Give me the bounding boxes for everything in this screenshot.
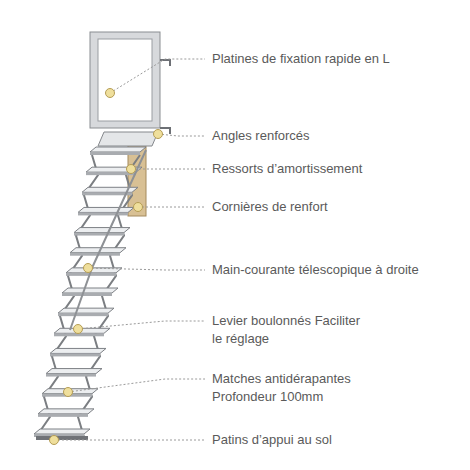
ladder-tread: [46, 369, 102, 374]
ladder-tread: [74, 228, 130, 233]
leader-line: [78, 321, 205, 329]
ceiling-frame: [90, 32, 160, 128]
callout-dot: [154, 130, 163, 139]
callout-label: Patins d’appui au sol: [212, 431, 467, 449]
handrail: [70, 150, 146, 330]
leader-line: [158, 134, 205, 136]
callout-label: Ressorts d’amortissement: [212, 160, 467, 178]
tread-edge: [38, 414, 88, 417]
leader-line: [131, 169, 205, 170]
tread-edge: [90, 152, 140, 155]
ladder-tread: [78, 207, 134, 212]
callout-dot: [106, 89, 115, 98]
leader-line: [88, 268, 205, 270]
frame-opening: [98, 39, 152, 121]
leader-line: [68, 379, 205, 392]
floor-foot: [36, 436, 88, 440]
ladder-tread: [50, 348, 106, 353]
tread-edge: [62, 293, 112, 296]
top-plate: [98, 132, 158, 146]
callout-dot: [74, 325, 83, 334]
callout-dot: [127, 165, 136, 174]
callout-dot: [64, 388, 73, 397]
tread-edge: [74, 233, 124, 236]
leader-line: [54, 440, 205, 441]
tread-edge: [46, 374, 96, 377]
callout-dot: [134, 203, 143, 212]
tread-edge: [70, 253, 120, 256]
ladder-tread: [70, 248, 126, 253]
callout-label: Main-courante télescopique à droite: [212, 261, 467, 279]
tread-edge: [50, 353, 100, 356]
ladder-tread: [38, 409, 94, 414]
ladder-tread: [90, 147, 146, 152]
ladder-drawing: [34, 32, 170, 440]
tread-edge: [58, 313, 108, 316]
leader-line: [110, 59, 205, 93]
leader-lines: [50, 59, 206, 445]
callout-dot: [84, 264, 93, 273]
callout-label: Platines de fixation rapide en L: [212, 50, 467, 68]
callout-label: Angles renforcés: [212, 127, 467, 145]
ladder-tread: [58, 308, 114, 313]
callout-label: Matches antidérapantes Profondeur 100mm: [212, 370, 367, 406]
ladder-tread: [62, 288, 118, 293]
leader-line: [138, 207, 205, 208]
ladder-tread: [34, 429, 90, 434]
callout-label: Levier boulonnés Faciliter le réglage: [212, 312, 367, 348]
callout-dot: [50, 436, 59, 445]
tread-edge: [78, 212, 128, 215]
callout-label: Cornières de renfort: [212, 198, 467, 216]
